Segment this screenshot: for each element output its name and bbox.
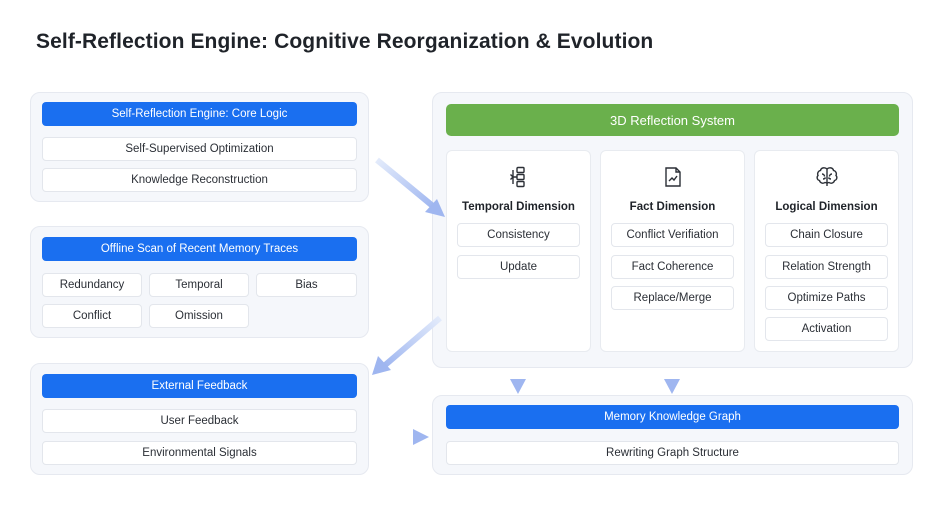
logical-item-activation: Activation <box>765 317 888 341</box>
logical-item-chain-closure: Chain Closure <box>765 223 888 247</box>
temporal-dimension-title: Temporal Dimension <box>462 201 575 213</box>
temporal-item-consistency: Consistency <box>457 223 580 247</box>
page-title: Self-Reflection Engine: Cognitive Reorga… <box>36 30 654 53</box>
scan-item-redundancy: Redundancy <box>42 273 142 297</box>
scan-item-bias: Bias <box>256 273 357 297</box>
scan-item-temporal: Temporal <box>149 273 249 297</box>
timeline-blocks-icon <box>509 166 525 188</box>
fact-item-conflict-verification: Conflict Verifiation <box>611 223 734 247</box>
logical-item-relation-strength: Relation Strength <box>765 255 888 279</box>
logical-dimension-title: Logical Dimension <box>775 201 878 213</box>
scan-item-omission: Omission <box>149 304 249 328</box>
memory-graph-header: Memory Knowledge Graph <box>446 405 899 429</box>
fact-item-replace-merge: Replace/Merge <box>611 286 734 310</box>
fact-dimension-title: Fact Dimension <box>629 201 716 213</box>
temporal-dimension-card: Temporal Dimension <box>446 150 591 352</box>
external-feedback-header: External Feedback <box>42 374 357 398</box>
reflection-system-header: 3D Reflection System <box>446 104 899 136</box>
feedback-item-user: User Feedback <box>42 409 357 433</box>
fact-dimension-card: Fact Dimension <box>600 150 745 352</box>
core-logic-header: Self-Reflection Engine: Core Logic <box>42 102 357 126</box>
offline-scan-header: Offline Scan of Recent Memory Traces <box>42 237 357 261</box>
core-item-knowledge-reconstruction: Knowledge Reconstruction <box>42 168 357 192</box>
fact-item-fact-coherence: Fact Coherence <box>611 255 734 279</box>
arrow-reflection-to-feedback <box>372 315 442 375</box>
scan-item-conflict: Conflict <box>42 304 142 328</box>
brain-icon <box>815 167 838 186</box>
feedback-item-environmental: Environmental Signals <box>42 441 357 465</box>
arrow-feedback-to-graph <box>376 429 429 445</box>
logical-item-optimize-paths: Optimize Paths <box>765 286 888 310</box>
core-item-self-supervised: Self-Supervised Optimization <box>42 137 357 161</box>
temporal-item-update: Update <box>457 255 580 279</box>
document-chart-icon <box>664 167 681 187</box>
memory-graph-item: Rewriting Graph Structure <box>446 441 899 465</box>
